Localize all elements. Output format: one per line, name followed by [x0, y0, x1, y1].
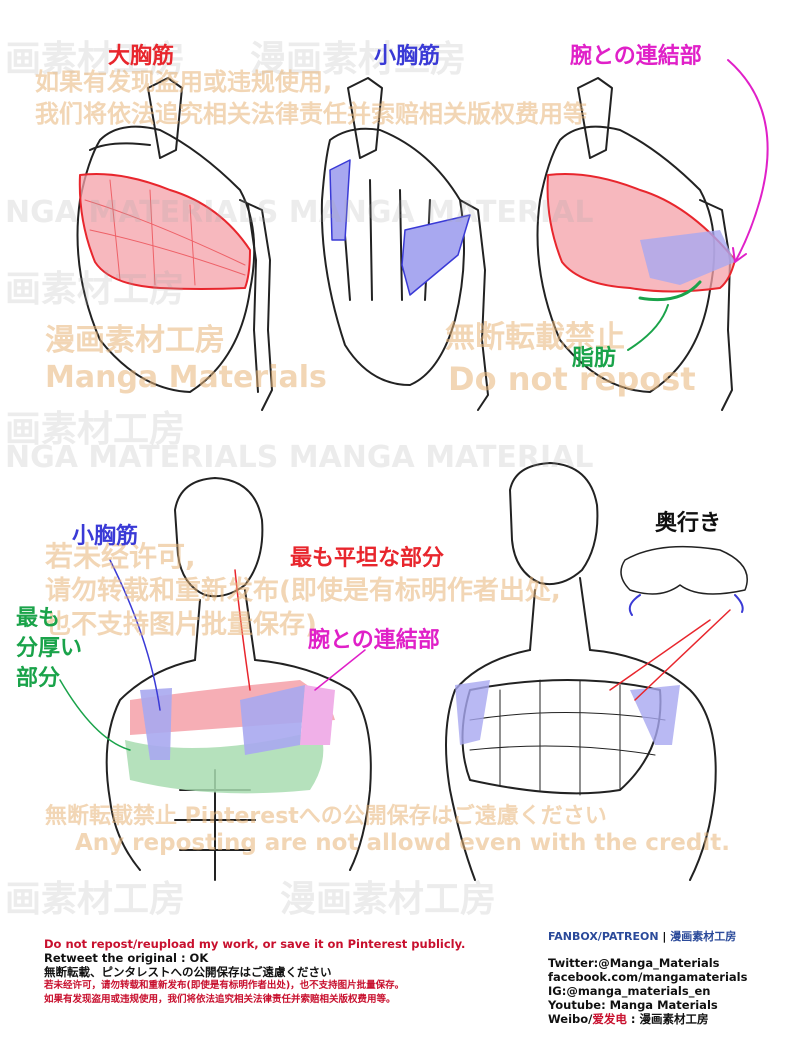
footer-line-4: 若未经许可，请勿转载和重新发布(即使是有标明作者出处)，也不支持图片批量保存。: [44, 980, 405, 991]
footer-head-sep: |: [658, 930, 671, 943]
anatomy-illustration: [59, 59, 769, 881]
figure-colored-blue-right: [240, 685, 305, 755]
fat-arrow: [627, 304, 669, 351]
facebook-link[interactable]: facebook.com/mangamaterials: [548, 970, 748, 984]
fanbox-patreon-link[interactable]: FANBOX/PATREON: [548, 930, 659, 943]
credits-footer: Do not repost/reupload my work, or save …: [0, 925, 800, 1052]
footer-left: Do not repost/reupload my work, or save …: [44, 937, 544, 1007]
torso-sketch-pec-major: [76, 77, 273, 411]
afdian-link[interactable]: 爱发电: [592, 1012, 627, 1026]
depth-diagram: [620, 545, 748, 595]
label-thickest-3: 部分: [16, 666, 61, 691]
label-flattest-part: 最も平坦な部分: [290, 546, 445, 571]
arm-connection-arrow: [727, 59, 769, 263]
label-thickest-1: 最も: [16, 606, 61, 631]
pec-major-fill: [78, 173, 251, 290]
label-pec-major: 大胸筋: [108, 44, 175, 69]
weibo-studio: : 漫画素材工房: [626, 1012, 709, 1026]
figure-colored-magenta-shoulder: [300, 685, 335, 745]
footer-line-5: 如果有发现盗用或违规使用，我们将依法追究相关法律责任并索赔相关版权费用等。: [44, 994, 396, 1005]
pec-minor-left-fill: [329, 159, 351, 241]
youtube-link[interactable]: Youtube: Manga Materials: [548, 998, 718, 1012]
figure-grid-blue-right: [630, 685, 680, 745]
footer-right: FANBOX/PATREON | 漫画素材工房 Twitter:@Manga_M…: [548, 930, 798, 1026]
label-pec-minor-top: 小胸筋: [374, 44, 441, 69]
figure-grid: [445, 462, 717, 881]
label-arm-connection-bottom: 腕との連結部: [308, 628, 440, 653]
footer-line-1: Do not repost/reupload my work, or save …: [44, 937, 466, 951]
figure-grid-blue-left: [455, 680, 490, 745]
fat-outline: [638, 280, 702, 302]
twitter-link[interactable]: Twitter:@Manga_Materials: [548, 956, 720, 970]
label-depth: 奥行き: [655, 511, 722, 536]
pec-minor-right-fill: [401, 214, 471, 296]
arm-connection-blue-fill: [640, 230, 735, 285]
weibo-link[interactable]: Weibo/: [548, 1012, 593, 1026]
studio-name: 漫画素材工房: [670, 930, 737, 943]
label-thickest-2: 分厚い: [16, 636, 83, 661]
footer-line-2: Retweet the original : OK: [44, 951, 209, 965]
figure-colored-blue-left: [140, 688, 172, 760]
footer-line-3: 無断転載、ピンタレストへの公開保存はご遠慮ください: [44, 965, 332, 979]
label-pec-minor-bottom: 小胸筋: [72, 524, 139, 549]
footer-head: FANBOX/PATREON | 漫画素材工房: [548, 930, 798, 944]
label-arm-connection-top: 腕との連結部: [570, 44, 702, 69]
weibo-line: Weibo/爱发电 : 漫画素材工房: [548, 1012, 798, 1026]
instagram-link[interactable]: IG:@manga_materials_en: [548, 984, 711, 998]
torso-sketch-arm-connection: [536, 77, 733, 411]
label-fat: 脂肪: [572, 346, 617, 371]
figure-colored: [105, 477, 372, 881]
